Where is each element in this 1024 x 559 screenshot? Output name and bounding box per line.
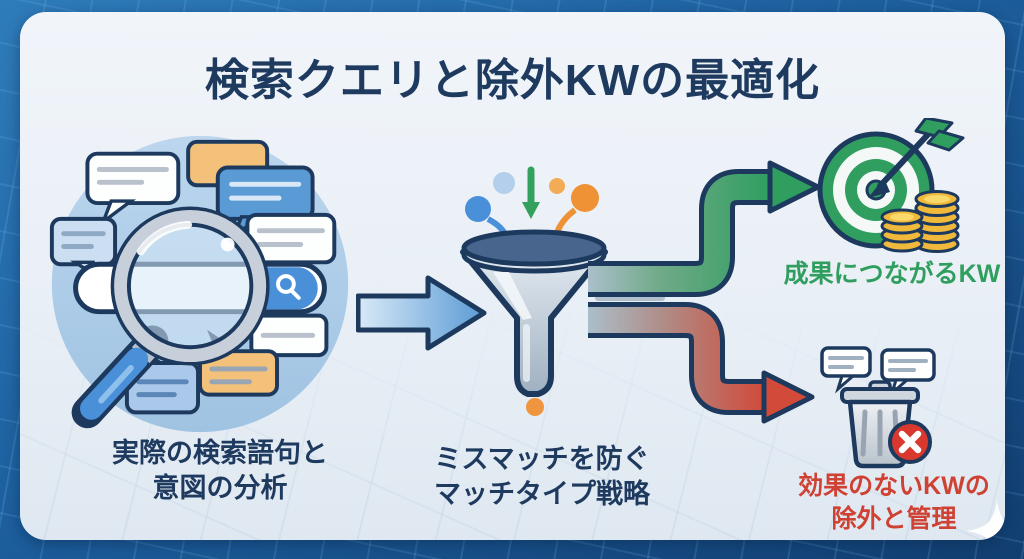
page-title: 検索クエリと除外KWの最適化	[204, 56, 821, 105]
strategy-label: ミスマッチを防ぐ マッチタイプ戦略	[392, 442, 692, 512]
coins-icon	[880, 190, 960, 253]
analysis-label-line1: 実際の検索語句と	[112, 438, 328, 468]
strategy-label-line2: マッチタイプ戦略	[434, 479, 650, 510]
arrow-positive-icon	[588, 160, 821, 297]
dart-icon	[868, 118, 965, 198]
funnel-body	[460, 229, 608, 397]
positive-keywords-label: 成果につながるKW	[783, 260, 1001, 288]
target-dart-coins-icon	[817, 118, 965, 253]
chat-bubble-icon	[820, 346, 872, 394]
delete-badge-icon	[888, 420, 932, 464]
analysis-label-line2: 意図の分析	[152, 473, 288, 504]
motion-line-decoration	[595, 295, 665, 301]
arrow-right-icon	[356, 275, 487, 351]
arrow-negative-icon	[588, 302, 815, 424]
search-magnifier-icon	[49, 135, 349, 433]
keyword-in-green-icon	[522, 166, 540, 219]
negative-label-line1: 効果のないKWの	[798, 472, 990, 500]
magnifier-icon	[71, 206, 270, 429]
negative-keywords-label: 効果のないKWの 除外と管理	[768, 470, 1005, 535]
analysis-label: 実際の検索語句と 意図の分析	[50, 436, 390, 506]
content-card: 検索クエリと除外KWの最適化	[20, 12, 1005, 540]
trash-bin-icon	[840, 380, 920, 469]
search-icon	[276, 274, 296, 294]
funnel-icon	[460, 166, 608, 416]
sparkle-icon	[966, 500, 1005, 540]
strategy-label-line1: ミスマッチを防ぐ	[434, 444, 650, 474]
chat-bubble-icon	[880, 348, 936, 398]
negative-label-line2: 除外と管理	[831, 504, 957, 533]
trash-delete-icon	[820, 346, 936, 469]
filtered-out-dot-icon	[526, 398, 544, 416]
chat-bubble-icon	[85, 151, 181, 227]
